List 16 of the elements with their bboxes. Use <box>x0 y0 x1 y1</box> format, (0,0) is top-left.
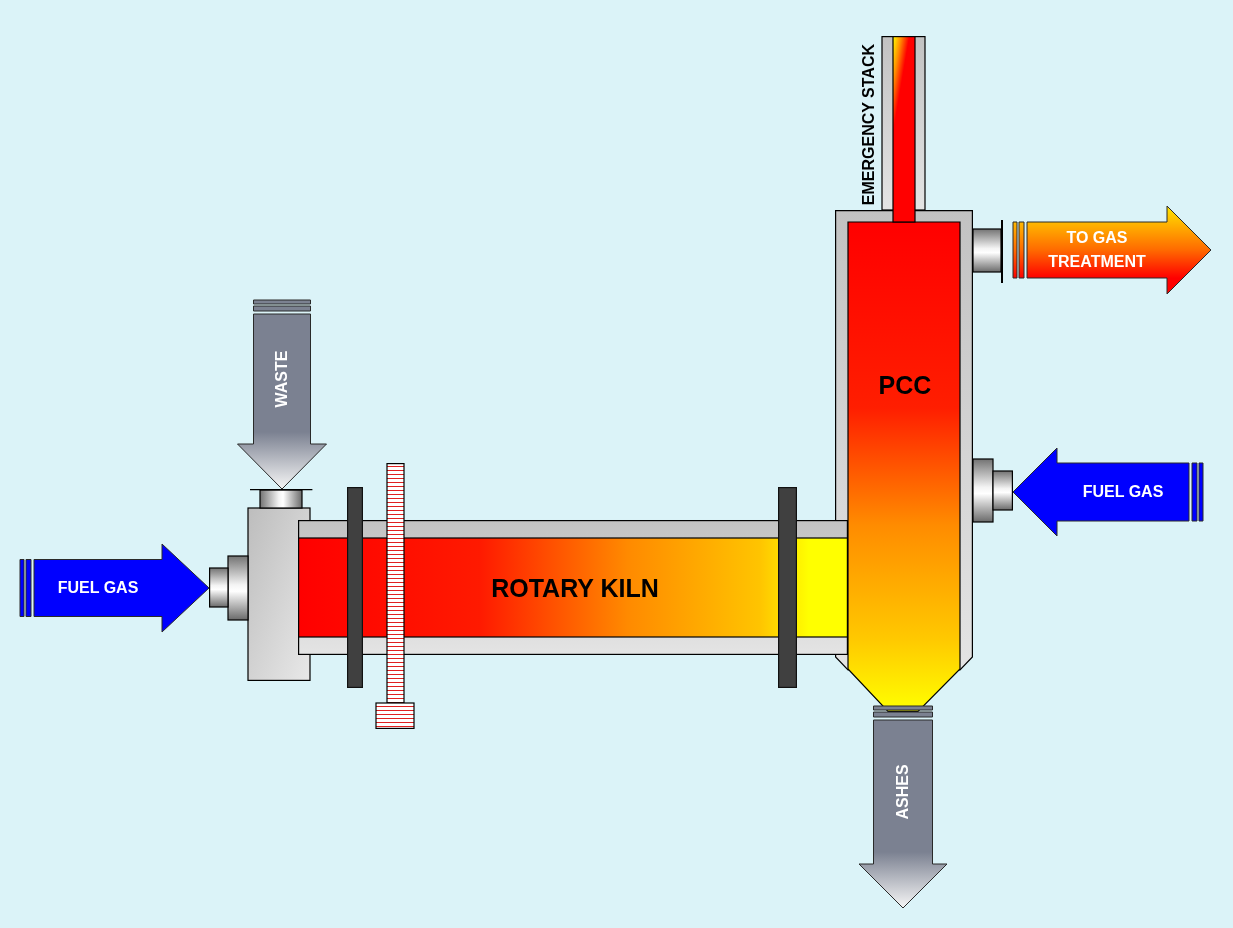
stack-label: EMERGENCY STACK <box>860 43 878 205</box>
arrow-label: TO GAS TREATMENT <box>1047 228 1147 272</box>
riding-ring <box>347 487 363 688</box>
block-arrow <box>237 299 327 490</box>
arrow-label: ASHES <box>893 764 912 820</box>
kiln-label: ROTARY KILN <box>491 573 659 603</box>
arrow-label: FUEL GAS <box>57 578 139 598</box>
arrow-label: FUEL GAS <box>1082 482 1164 502</box>
chamber-label: PCC <box>878 370 932 400</box>
block-arrow <box>19 543 210 633</box>
block-arrow <box>1012 205 1212 295</box>
riding-ring <box>778 487 797 688</box>
arrow-label: WASTE <box>272 350 291 408</box>
block-arrow <box>1012 447 1204 537</box>
rotary-kiln <box>298 463 848 729</box>
block-arrow <box>858 705 948 909</box>
